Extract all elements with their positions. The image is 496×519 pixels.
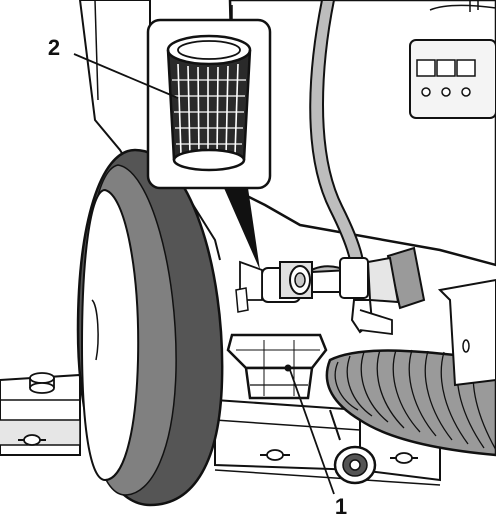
callout-label: 1 xyxy=(335,494,347,519)
callout-label: 2 xyxy=(48,35,60,60)
caster-wheel xyxy=(329,409,377,485)
wing-bolt xyxy=(18,434,46,446)
callout-2: 2 xyxy=(48,35,179,99)
wing-bolt xyxy=(260,449,290,461)
inset-pointer xyxy=(224,188,260,270)
control-panel xyxy=(409,39,496,119)
indicator-light xyxy=(461,87,471,97)
leader-line xyxy=(289,369,335,495)
filter-inset xyxy=(146,18,272,270)
wing-bolt xyxy=(390,452,418,464)
indicator-light xyxy=(441,87,451,97)
callout-1: 1 xyxy=(289,369,347,519)
wheel xyxy=(76,148,224,507)
side-bracket xyxy=(437,278,496,387)
filter-housing xyxy=(226,333,328,400)
filter-basket xyxy=(166,34,252,172)
base-platform xyxy=(0,373,441,486)
valve-assembly xyxy=(235,246,426,336)
hub xyxy=(80,188,140,482)
leader-line xyxy=(73,53,179,99)
indicator-light xyxy=(421,87,431,97)
bolt-head xyxy=(29,372,55,394)
